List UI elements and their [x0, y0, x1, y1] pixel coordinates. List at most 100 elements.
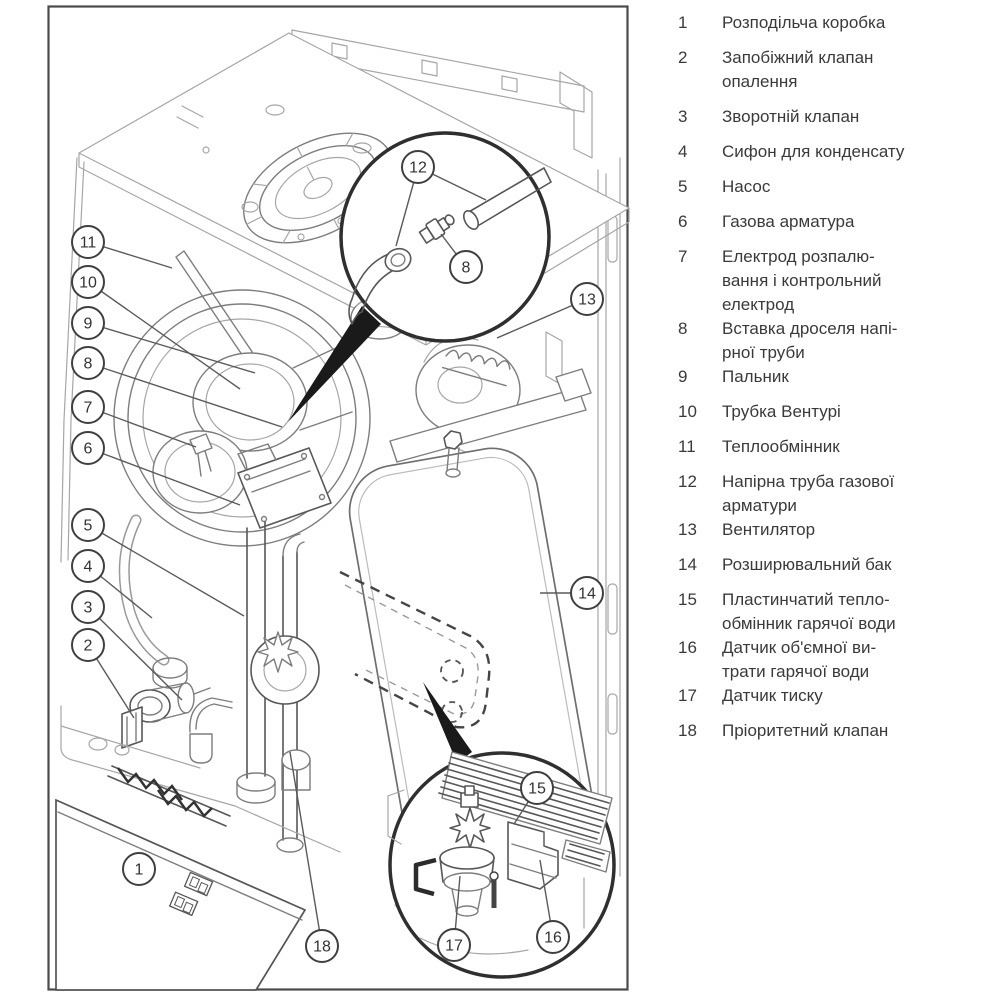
hydraulic-manifold — [60, 682, 341, 853]
legend-item-label: Сифон для конденсату — [722, 142, 905, 161]
bottom-inset-magnifier — [387, 751, 616, 979]
throttle-insert-nozzle — [418, 214, 455, 244]
svg-text:8: 8 — [84, 356, 93, 373]
legend-item: 17 Датчик тиску — [660, 684, 996, 708]
legend-item: 2 Запобіжний клапан опалення — [660, 46, 996, 94]
legend-item-number: 3 — [678, 107, 688, 126]
callout-3: 3 — [71, 590, 105, 624]
hidden-plate-heat-exchanger — [339, 570, 491, 729]
callout-13: 13 — [570, 282, 604, 316]
callout-1: 1 — [122, 852, 156, 886]
legend-item-label: Електрод розпалю- вання і контрольний ел… — [722, 247, 882, 314]
legend-item-number: 5 — [678, 177, 688, 196]
legend-item-number: 4 — [678, 142, 688, 161]
legend-item: 5 Насос — [660, 175, 996, 199]
safety-valve — [121, 706, 143, 749]
legend-item: 13 Вентилятор — [660, 518, 996, 542]
priority-valve — [281, 749, 311, 771]
pipes-and-pump — [236, 521, 320, 853]
control-box — [55, 765, 307, 991]
leader-callout-3 — [87, 606, 183, 701]
legend-item-label: Напірна труба газової арматури — [722, 472, 895, 515]
gas-pressure-hose-end — [384, 247, 412, 273]
leader-callout-18 — [289, 751, 323, 947]
legend-item-number: 1 — [678, 13, 688, 32]
ignition-electrode — [189, 433, 213, 477]
callout-18: 18 — [305, 929, 339, 963]
svg-text:2: 2 — [84, 638, 93, 655]
legend-item-label: Трубка Вентурі — [722, 402, 841, 421]
callout-8: 8 — [71, 346, 105, 380]
legend-item: 6 Газова арматура — [660, 210, 996, 234]
svg-text:15: 15 — [528, 781, 546, 798]
callout-8-inset: 8 — [449, 250, 483, 284]
svg-text:8: 8 — [462, 260, 471, 277]
legend: 1 Розподільча коробка 2 Запобіжний клапа… — [660, 11, 996, 754]
svg-text:13: 13 — [578, 292, 596, 309]
callout-14: 14 — [570, 576, 604, 610]
callout-4: 4 — [71, 549, 105, 583]
legend-item-label: Запобіжний клапан опалення — [722, 48, 874, 91]
legend-item: 1 Розподільча коробка — [660, 11, 996, 35]
condensate-siphon — [118, 514, 188, 689]
leader-callout-9 — [87, 322, 256, 374]
leader-callout-8 — [87, 362, 283, 428]
leader-callout-5 — [87, 524, 245, 617]
legend-item-number: 14 — [678, 555, 697, 574]
legend-item-label: Зворотній клапан — [722, 107, 860, 126]
callout-2: 2 — [71, 628, 105, 662]
legend-item-label: Пальник — [722, 367, 789, 386]
svg-text:12: 12 — [409, 160, 427, 177]
svg-text:10: 10 — [79, 275, 97, 292]
svg-text:16: 16 — [544, 930, 562, 947]
flow-sensor — [489, 821, 559, 908]
callout-17: 17 — [437, 928, 471, 962]
magnifier-pointer-top — [288, 306, 381, 422]
legend-item-label: Пластинчатий тепло- обмінник гарячої вод… — [722, 590, 896, 633]
legend-item-label: Насос — [722, 177, 771, 196]
legend-item: 7 Електрод розпалю- вання і контрольний … — [660, 245, 996, 317]
legend-item: 3 Зворотній клапан — [660, 105, 996, 129]
magnifier-pointer-bottom — [423, 682, 472, 763]
legend-item: 10 Трубка Вентурі — [660, 400, 996, 424]
callout-15: 15 — [520, 771, 554, 805]
legend-item-number: 8 — [678, 319, 688, 338]
pressure-sensor — [413, 785, 495, 917]
legend-item-number: 15 — [678, 590, 697, 609]
leader-callout-6 — [87, 447, 241, 506]
legend-item: 11 Теплообмінник — [660, 435, 996, 459]
leader-callout-10 — [87, 281, 241, 390]
heat-exchanger — [113, 250, 371, 547]
svg-text:5: 5 — [84, 518, 93, 535]
corrugated-hose — [441, 349, 511, 387]
legend-item-number: 13 — [678, 520, 697, 539]
svg-text:3: 3 — [84, 600, 93, 617]
legend-item-number: 11 — [678, 437, 696, 456]
legend-item-number: 6 — [678, 212, 688, 231]
callout-5: 5 — [71, 508, 105, 542]
legend-item-number: 10 — [678, 402, 697, 421]
legend-item: 15 Пластинчатий тепло- обмінник гарячої … — [660, 588, 996, 636]
svg-text:4: 4 — [84, 559, 93, 576]
legend-item-label: Розподільча коробка — [722, 13, 886, 32]
gas-valve — [237, 443, 332, 529]
legend-item-label: Розширювальний бак — [722, 555, 892, 574]
legend-item-label: Датчик тиску — [722, 686, 823, 705]
callout-9: 9 — [71, 306, 105, 340]
svg-text:18: 18 — [313, 939, 331, 956]
svg-text:7: 7 — [84, 400, 93, 417]
legend-item-label: Вентилятор — [722, 520, 816, 539]
svg-text:9: 9 — [84, 316, 93, 333]
legend-item-label: Вставка дроселя напі- рної труби — [722, 319, 898, 362]
callout-16: 16 — [536, 920, 570, 954]
legend-item: 8 Вставка дроселя напі- рної труби — [660, 317, 996, 365]
svg-text:1: 1 — [135, 862, 144, 879]
legend-item-number: 9 — [678, 367, 688, 386]
top-inset-magnifier — [339, 131, 552, 343]
legend-item: 4 Сифон для конденсату — [660, 140, 996, 164]
legend-item-number: 12 — [678, 472, 697, 491]
legend-item-number: 18 — [678, 721, 697, 740]
legend-item: 9 Пальник — [660, 365, 996, 389]
svg-text:6: 6 — [84, 441, 93, 458]
